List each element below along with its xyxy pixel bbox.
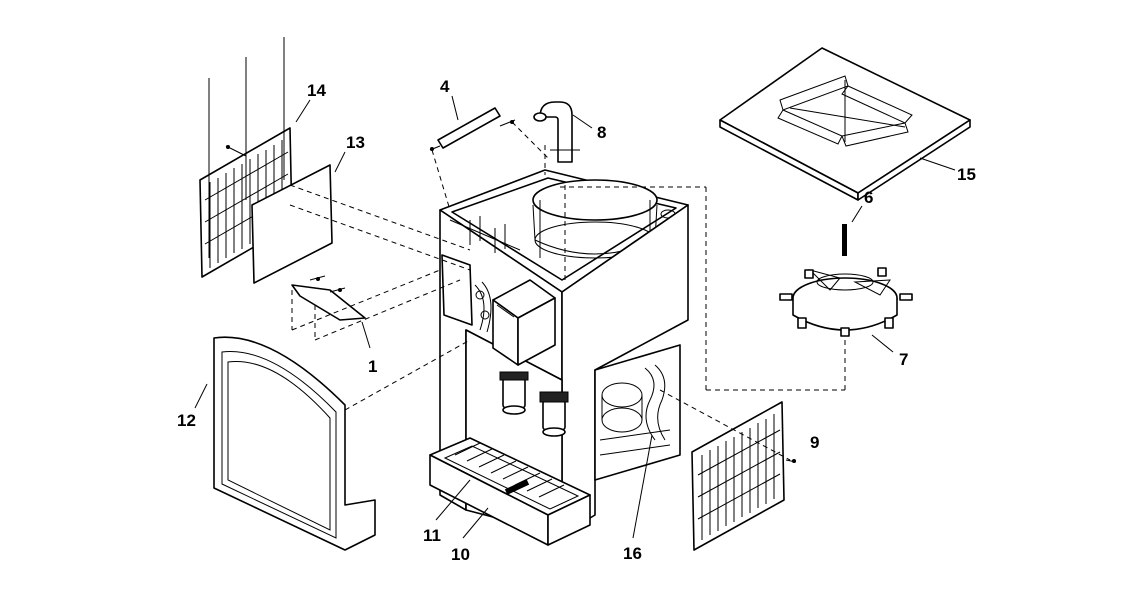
callout-10: 10 — [451, 545, 470, 564]
part-1-bracket — [291, 275, 366, 321]
callout-4: 4 — [440, 77, 450, 96]
part-14-side-grille — [199, 37, 293, 278]
part-13-filter-panel — [251, 164, 333, 284]
callout-13: 13 — [346, 133, 365, 152]
callout-14: 14 — [307, 81, 326, 100]
part-6-shaft — [842, 224, 847, 256]
callout-9: 9 — [810, 433, 819, 452]
part-4-hopper-bracket — [429, 107, 516, 151]
callout-15: 15 — [957, 165, 976, 184]
part-11-drip-grate — [443, 442, 580, 510]
part-15-top-lid — [719, 47, 971, 201]
part-9-right-grille — [691, 401, 797, 551]
leader-lines — [194, 95, 956, 539]
callout-6: 6 — [864, 188, 873, 207]
alignment-lines — [289, 121, 846, 461]
main-cabinet — [439, 169, 689, 536]
part-7-agitator — [779, 267, 913, 337]
callout-8: 8 — [597, 123, 606, 142]
callout-11: 11 — [423, 526, 441, 545]
callout-7: 7 — [899, 350, 908, 369]
callout-12: 12 — [177, 411, 196, 430]
callout-labels: 1 4 6 7 8 9 10 11 12 13 14 15 16 — [177, 77, 976, 564]
part-8-auger-tube — [533, 101, 580, 163]
callout-16: 16 — [623, 544, 642, 563]
part-12-front-panel — [213, 336, 376, 551]
part-10-drip-tray — [429, 437, 591, 546]
callout-1: 1 — [368, 357, 377, 376]
